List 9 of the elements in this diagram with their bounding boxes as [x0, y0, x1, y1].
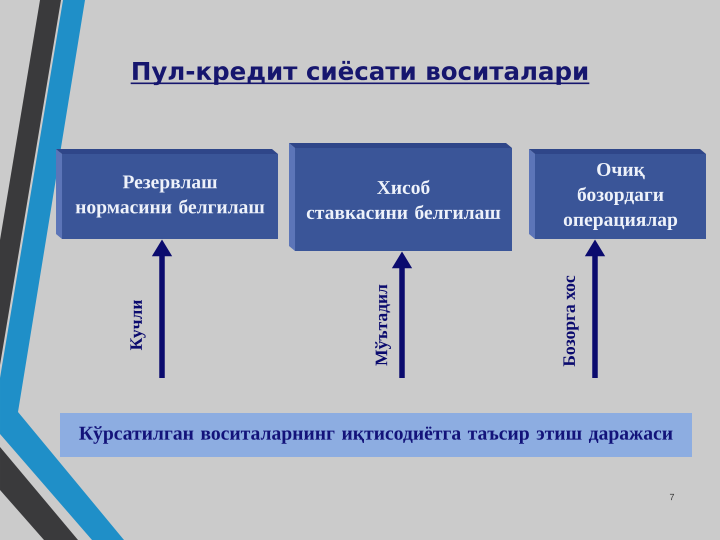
beveled-box: Хисоб ставкасини белгилаш [289, 143, 512, 251]
banner: Кўрсатилган воситаларнинг иқтисодиётга таъсир этиш даражаси [60, 413, 692, 457]
arrow-label: Кучли [130, 300, 146, 350]
beveled-box: Резервлаш нормасини белгилаш [56, 149, 278, 239]
page-number: 7 [670, 494, 674, 500]
arrow-label: Мўътадил [375, 284, 391, 366]
beveled-box: Очиқ бозордаги операциялар [529, 149, 706, 239]
title: Пул-кредит сиёсати воситалари [130, 60, 590, 86]
arrow-label: Бозорга хос [563, 276, 579, 366]
